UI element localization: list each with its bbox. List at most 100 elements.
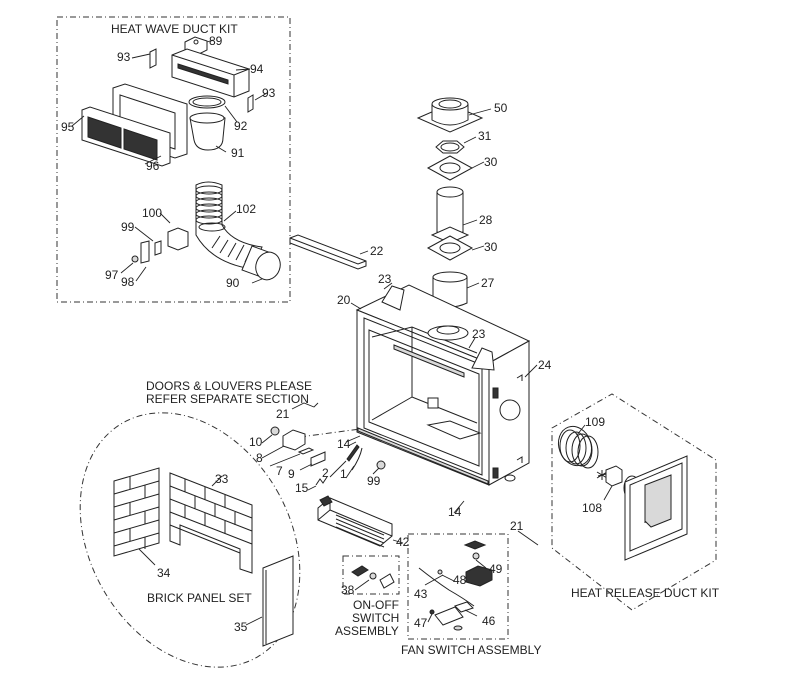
part-50-flue-collar[interactable] <box>416 97 484 133</box>
heat-release-kit-title: HEAT RELEASE DUCT KIT <box>571 586 720 600</box>
part-8-terminal-block[interactable] <box>282 429 306 451</box>
part-23-standoff-right[interactable] <box>471 347 495 371</box>
part-46-switch <box>454 601 474 613</box>
label-89: 89 <box>209 34 223 48</box>
part-99-grommet[interactable] <box>376 460 386 470</box>
part-38-switch-body[interactable] <box>351 565 369 577</box>
part-99-switch[interactable] <box>154 240 162 256</box>
label-100: 100 <box>142 206 162 220</box>
on-off-title-line1: ON-OFF <box>353 598 399 612</box>
label-96: 96 <box>146 159 160 173</box>
label-14-left: 14 <box>337 437 351 451</box>
part-38-bracket <box>379 573 395 589</box>
label-7: 7 <box>276 464 283 478</box>
label-27: 27 <box>481 276 495 290</box>
label-98: 98 <box>121 275 135 289</box>
part-98-cover-plate[interactable] <box>140 240 150 264</box>
label-30-upper: 30 <box>484 155 498 169</box>
part-31-gasket-ring[interactable] <box>435 140 465 154</box>
part-35-floor-panel[interactable] <box>262 555 294 647</box>
part-97-knob[interactable] <box>131 255 139 263</box>
part-93-bracket-right[interactable] <box>247 94 254 113</box>
label-92: 92 <box>234 119 248 133</box>
part-7-connector[interactable] <box>297 447 315 455</box>
part-23-standoff-left[interactable] <box>381 285 405 311</box>
part-43-wire-harness[interactable] <box>418 567 475 607</box>
label-102: 102 <box>236 202 256 216</box>
label-2: 2 <box>322 466 329 480</box>
heat-release-kit-boundary <box>551 393 717 611</box>
label-22: 22 <box>370 244 384 258</box>
label-99-grommet: 99 <box>367 474 381 488</box>
part-48-connector[interactable] <box>437 569 443 575</box>
label-8: 8 <box>256 451 263 465</box>
assembly-centerline <box>299 428 361 438</box>
doors-louvers-note-line2: REFER SEPARATE SECTION <box>146 392 309 406</box>
label-49: 49 <box>489 562 503 576</box>
part-94-duct-housing[interactable] <box>171 48 250 98</box>
on-off-title-line3: ASSEMBLY <box>335 624 399 638</box>
part-28-pipe[interactable] <box>430 186 470 244</box>
on-off-switch-assembly-group: 38 ON-OFF SWITCH ASSEMBLY <box>335 555 400 638</box>
part-95-grille[interactable] <box>81 106 171 167</box>
label-23-left: 23 <box>378 272 392 286</box>
heat-release-duct-kit-group: 109 108 HEAT RELEASE DUCT KIT <box>551 393 720 611</box>
label-99-kit: 99 <box>121 220 135 234</box>
brick-panel-set-group: 33 34 BRICK PANEL SET 35 <box>79 412 301 668</box>
part-109-flex-duct[interactable] <box>553 422 599 471</box>
part-2-igniter[interactable] <box>346 444 360 462</box>
heat-wave-duct-kit-group: HEAT WAVE DUCT KIT <box>56 16 291 303</box>
firebox-inner-plate <box>427 397 439 409</box>
label-109: 109 <box>585 415 605 429</box>
fan-switch-boundary <box>407 533 509 640</box>
label-10: 10 <box>249 435 263 449</box>
part-33-back-brick-panel[interactable] <box>169 472 253 574</box>
part-47-screw[interactable] <box>429 609 435 615</box>
part-102-flexible-duct[interactable] <box>195 181 284 284</box>
part-42-blower[interactable] <box>317 495 393 548</box>
label-9: 9 <box>288 467 295 481</box>
part-30-lower-plate[interactable] <box>426 235 474 261</box>
fan-switch-title: FAN SWITCH ASSEMBLY <box>401 643 541 657</box>
label-35: 35 <box>234 620 248 634</box>
on-off-title-line2: SWITCH <box>352 611 399 625</box>
label-42: 42 <box>396 535 410 549</box>
part-20-firebox[interactable] <box>355 284 531 486</box>
label-91: 91 <box>231 146 245 160</box>
part-91-transition-adapter[interactable] <box>189 112 226 151</box>
part-27-collar-ring[interactable] <box>432 271 468 308</box>
label-94: 94 <box>250 62 264 76</box>
label-24: 24 <box>538 358 552 372</box>
part-38-toggle <box>369 572 377 580</box>
part-heat-release-hood[interactable] <box>623 455 688 561</box>
part-49-fan-switch[interactable] <box>465 565 493 587</box>
part-1-wire[interactable] <box>351 447 363 471</box>
label-20: 20 <box>337 293 351 307</box>
heat-wave-kit-title: HEAT WAVE DUCT KIT <box>111 22 238 36</box>
brick-panel-set-title: BRICK PANEL SET <box>147 591 252 605</box>
label-1: 1 <box>340 467 347 481</box>
part-9-switch-plate[interactable] <box>310 451 326 467</box>
label-108: 108 <box>582 501 602 515</box>
part-30-upper-plate[interactable] <box>426 155 474 181</box>
doors-louvers-note-line1: DOORS & LOUVERS PLEASE <box>146 379 312 393</box>
label-30-lower: 30 <box>484 240 498 254</box>
label-48: 48 <box>453 573 467 587</box>
label-43: 43 <box>414 587 428 601</box>
label-15: 15 <box>295 481 309 495</box>
part-15-clip[interactable] <box>315 476 328 486</box>
part-108-fan[interactable] <box>596 465 623 487</box>
label-47: 47 <box>414 616 428 630</box>
label-14-bottom: 14 <box>448 505 462 519</box>
part-100-junction-box[interactable] <box>167 227 189 251</box>
part-34-side-brick-panel[interactable] <box>113 467 160 557</box>
part-46-bracket[interactable] <box>434 606 464 626</box>
part-22-trim-bar[interactable] <box>289 234 367 270</box>
label-50: 50 <box>494 101 508 115</box>
part-93-bracket-left[interactable] <box>149 48 157 69</box>
part-90-duct-collar[interactable] <box>252 249 284 284</box>
part-10-nut[interactable] <box>270 426 280 436</box>
part-49-switch-cover[interactable] <box>463 540 487 550</box>
fan-switch-assembly-group: 49 48 43 47 46 FAN SWITCH ASSEMBLY <box>401 533 541 657</box>
